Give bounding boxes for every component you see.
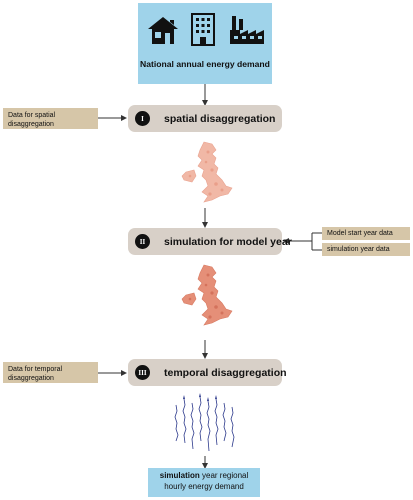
regional-hourly-demand-box [148,468,260,497]
step-spatial-disaggregation: I spatial disaggregation [128,105,282,132]
step-label: simulation for model year [164,235,292,248]
input-spatial-data: Data for spatial disaggregation [3,108,98,129]
step-label: temporal disaggregation [164,366,287,379]
input-temporal-data: Data for temporal disaggregation [3,362,98,383]
regional-hourly-demand-title: simulation year regional hourly energy d… [148,470,260,492]
uk-map-icon [181,141,233,203]
bottom-title-rest: year regional hourly energy demand [164,471,249,491]
step-number-badge: III [135,365,150,380]
national-demand-title: National annual energy demand [140,59,270,69]
hourly-profile-icon [174,393,235,452]
input-simulation-year: simulation year data [322,243,410,256]
factory-icon [230,16,264,44]
office-building-icon [191,13,215,46]
step-number-badge: I [135,111,150,126]
step-temporal-disaggregation: III temporal disaggregation [128,359,287,386]
bottom-title-bold: simulation [159,471,200,480]
house-icon [148,17,178,44]
step-number-badge: II [135,234,150,249]
uk-map-icon [181,264,233,326]
step-label: spatial disaggregation [164,112,276,125]
step-simulation-model-year: II simulation for model year [128,228,292,255]
input-model-start-year: Model start year data [322,227,410,240]
